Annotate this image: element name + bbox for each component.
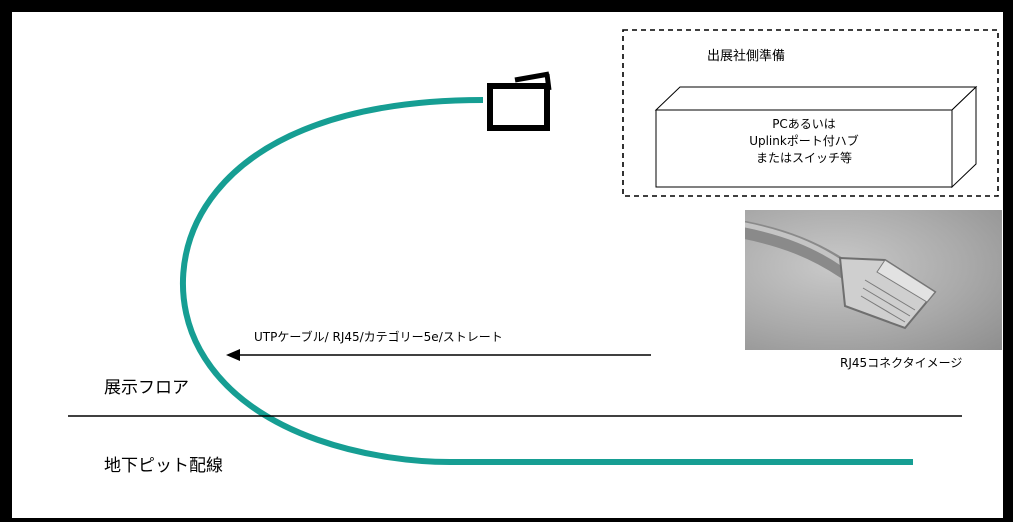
- device-description: PCあるいは Uplinkポート付ハブ またはスイッチ等: [656, 116, 952, 167]
- rj45-connector-end: [487, 83, 550, 131]
- utp-cable: [179, 97, 913, 465]
- rj45-connector-photo: [745, 210, 1002, 350]
- cable-pointer-arrowhead: [226, 349, 240, 361]
- photo-cable-highlight: [745, 222, 846, 267]
- cable-spec-label: UTPケーブル/ RJ45/カテゴリー5e/ストレート: [254, 330, 503, 344]
- photo-plug-pin: [862, 287, 911, 317]
- connector-latch: [514, 71, 550, 83]
- photo-plug-pin: [864, 279, 916, 311]
- photo-cable: [745, 221, 854, 279]
- photo-plug-pin: [860, 295, 906, 323]
- device-line: PCあるいは: [772, 117, 836, 131]
- device-box-front: [655, 109, 953, 188]
- exhibition-floor-label: 展示フロア: [104, 378, 189, 398]
- rj45-photo-caption: RJ45コネクタイメージ: [840, 356, 963, 370]
- device-line: Uplinkポート付ハブ: [749, 134, 859, 148]
- photo-plug-face: [876, 259, 936, 303]
- underground-pit-label: 地下ピット配線: [104, 456, 223, 476]
- rj45-photo-illustration: [745, 221, 937, 330]
- connector-latch-side: [544, 73, 552, 91]
- exhibitor-preparation-title: 出展社側準備: [707, 49, 786, 64]
- device-line: またはスイッチ等: [755, 151, 852, 165]
- device-box-top: [654, 86, 978, 111]
- exhibitor-dashed-box: [622, 29, 999, 197]
